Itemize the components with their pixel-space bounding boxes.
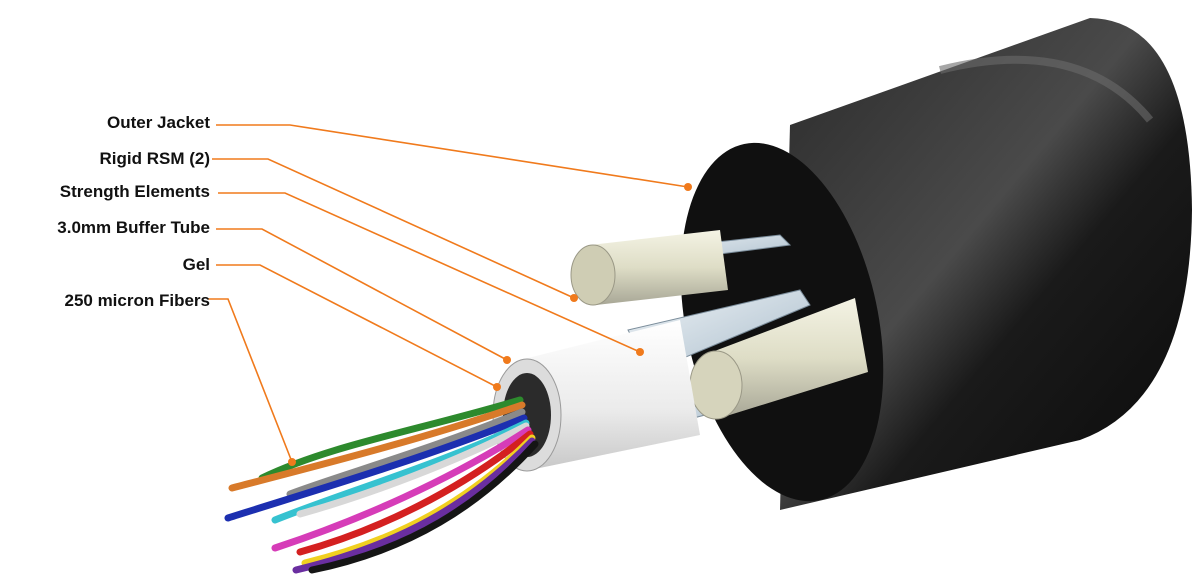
fiber-strand <box>296 430 534 556</box>
leader-gel-arrowhead <box>493 383 501 391</box>
leader-lines <box>208 124 692 466</box>
fiber-strand <box>271 419 530 524</box>
fiber-strand <box>228 401 526 492</box>
buffer-tube <box>492 320 700 472</box>
leader-rigid-rsm-arrowhead <box>570 294 578 302</box>
rigid-rsm-lower <box>689 298 868 420</box>
leader-fibers <box>208 298 293 463</box>
leader-rigid-rsm <box>212 158 575 299</box>
fiber-strand <box>296 422 530 518</box>
fiber-strand <box>292 437 536 574</box>
fiber-strand <box>271 426 532 552</box>
fiber-strand <box>258 396 524 482</box>
fiber-bundle <box>224 396 539 574</box>
leader-gel <box>216 264 498 388</box>
leader-fibers-arrowhead <box>288 458 296 466</box>
leader-outer-jacket-arrowhead <box>684 183 692 191</box>
fiber-strand <box>286 408 526 498</box>
leader-buffer-tube-arrowhead <box>503 356 511 364</box>
leader-strength-elements <box>218 192 641 353</box>
leader-strength-elements-arrowhead <box>636 348 644 356</box>
fiber-strand <box>224 414 528 522</box>
outer-jacket <box>680 18 1192 510</box>
leader-buffer-tube <box>216 228 508 361</box>
fiber-strand <box>308 440 539 574</box>
rigid-rsm-upper <box>570 230 728 306</box>
leader-outer-jacket <box>216 124 689 188</box>
